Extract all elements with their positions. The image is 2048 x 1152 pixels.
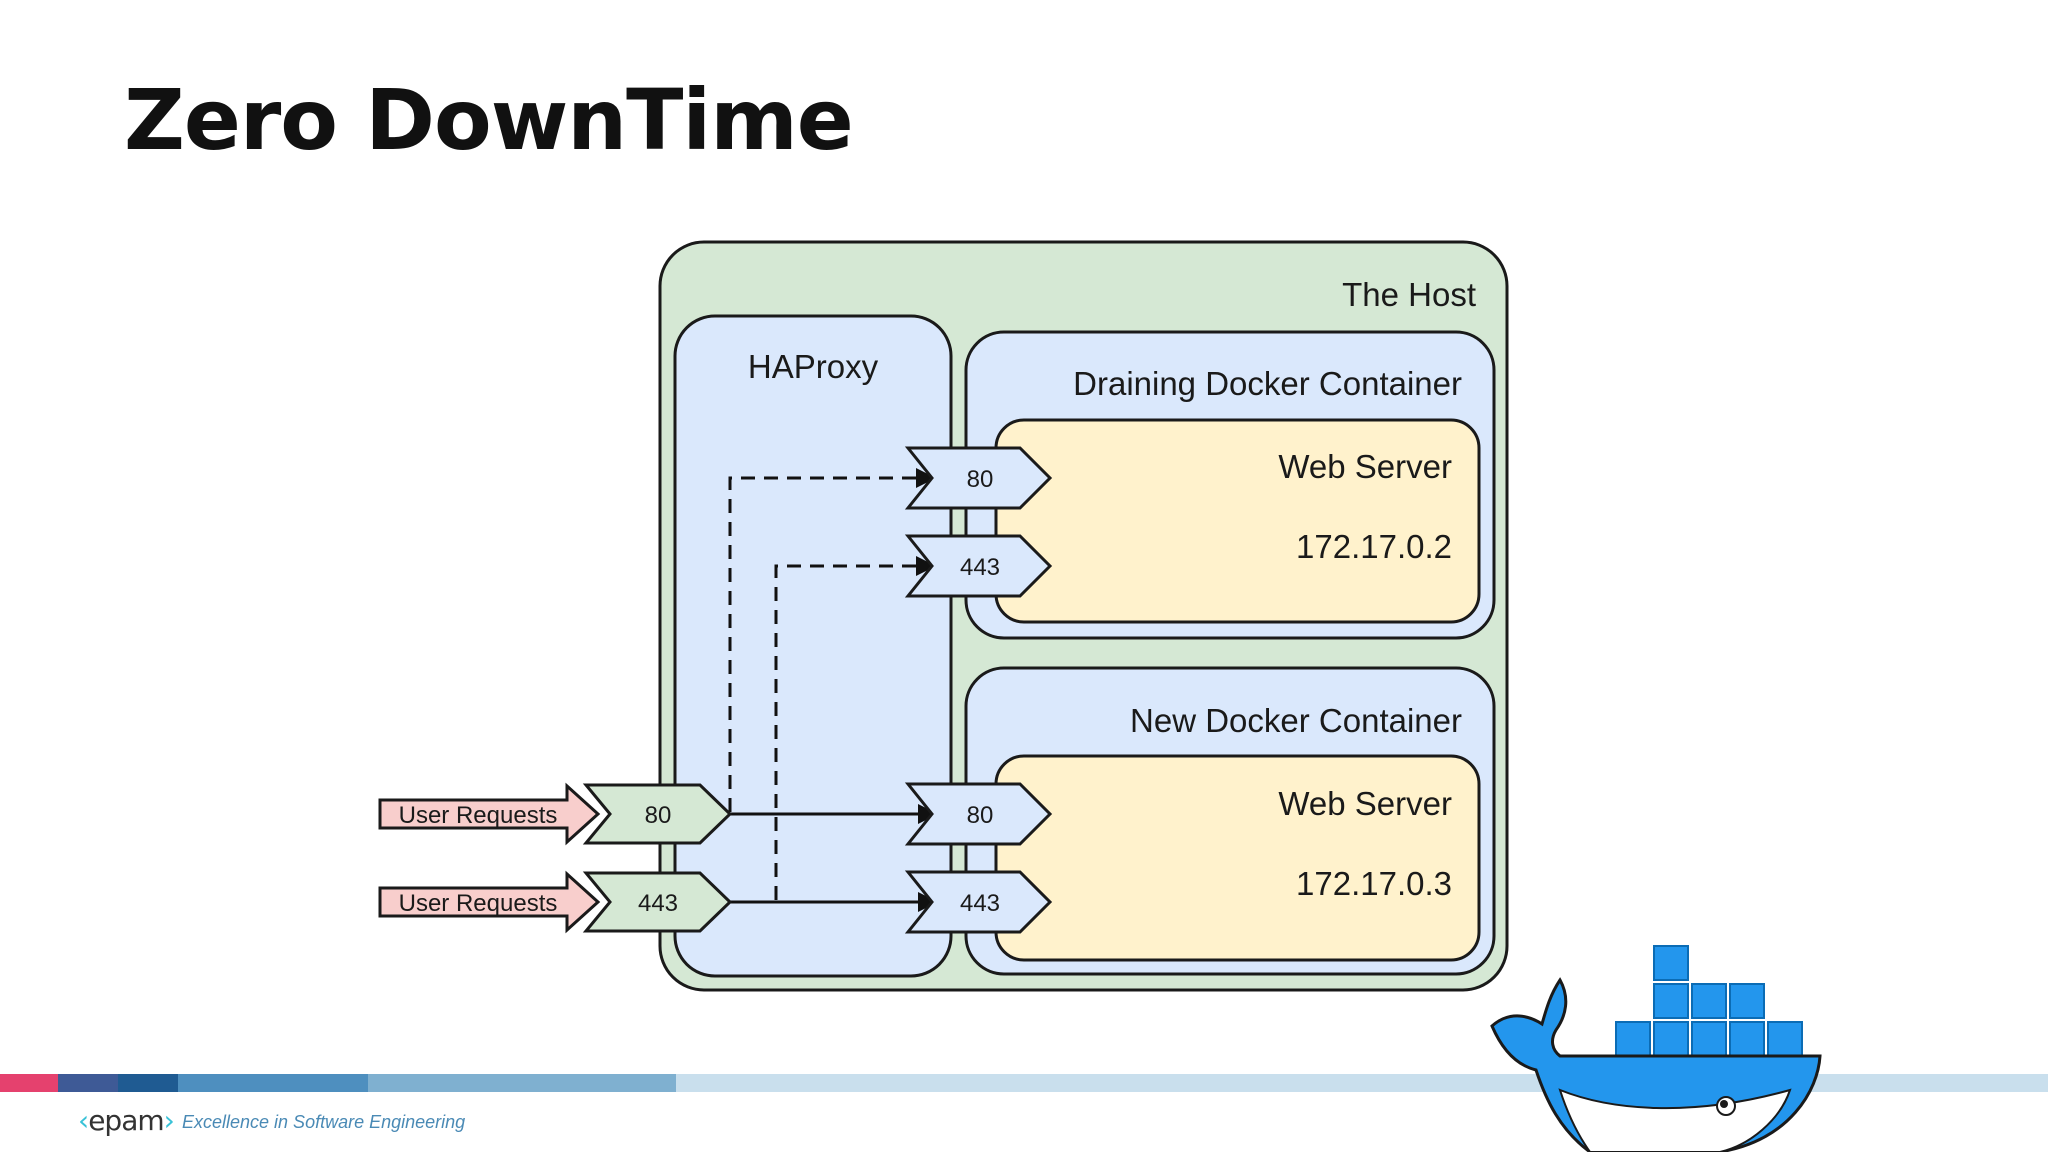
docker-whale-icon xyxy=(1490,945,1822,1152)
haproxy-label: HAProxy xyxy=(748,348,879,385)
svg-text:443: 443 xyxy=(960,890,1000,917)
dashed-link-443 xyxy=(774,556,936,900)
dashed-link-80 xyxy=(728,468,936,812)
new-web-server-box xyxy=(994,754,1481,962)
svg-text:80: 80 xyxy=(967,466,994,493)
entry-port-443: 443 xyxy=(582,871,733,933)
draining-web-server-ip: 172.17.0.2 xyxy=(1296,528,1452,565)
new-web-server-title: Web Server xyxy=(1278,785,1452,822)
svg-text:User Requests: User Requests xyxy=(399,890,558,917)
host-label: The Host xyxy=(1342,276,1476,313)
user-request-443: User Requests xyxy=(378,870,601,934)
user-request-80: User Requests xyxy=(378,782,601,846)
draining-container-label: Draining Docker Container xyxy=(1073,365,1462,402)
epam-logo: ‹epam› xyxy=(78,1104,175,1137)
svg-text:443: 443 xyxy=(960,554,1000,581)
docker-zero-downtime-diagram: The Host HAProxy Draining Docker Contain… xyxy=(378,240,1509,992)
new-web-server-ip: 172.17.0.3 xyxy=(1296,865,1452,902)
svg-text:443: 443 xyxy=(638,890,678,917)
draining-web-server-title: Web Server xyxy=(1278,448,1452,485)
draining-port-80: 80 xyxy=(904,446,1053,510)
haproxy-box xyxy=(673,314,953,978)
svg-text:80: 80 xyxy=(645,802,672,829)
new-port-443: 443 xyxy=(904,870,1053,934)
entry-port-80: 80 xyxy=(582,783,733,845)
new-container-label: New Docker Container xyxy=(1130,702,1462,739)
draining-port-443: 443 xyxy=(904,534,1053,598)
slide-title: Zero DownTime xyxy=(124,71,854,169)
svg-text:80: 80 xyxy=(967,802,994,829)
new-port-80: 80 xyxy=(904,782,1053,846)
brand-tagline: Excellence in Software Engineering xyxy=(182,1112,466,1132)
svg-text:User Requests: User Requests xyxy=(399,802,558,829)
draining-web-server-box xyxy=(994,418,1481,624)
